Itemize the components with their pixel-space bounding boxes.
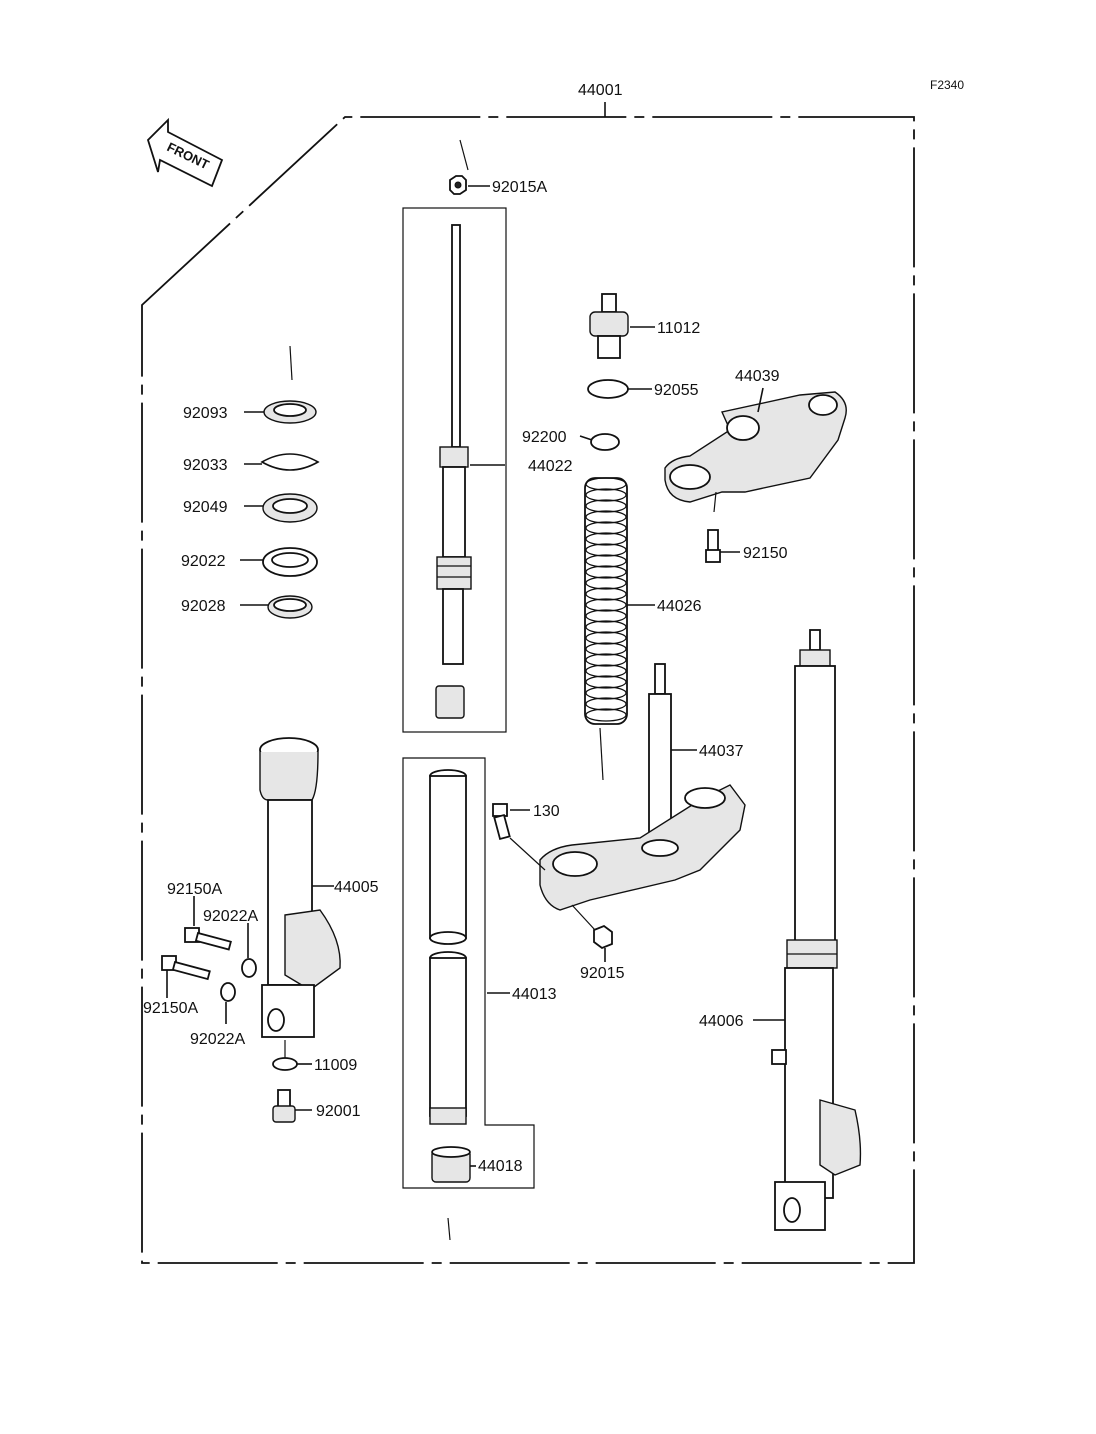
part-92093-dust-seal [244,345,317,424]
label-44039: 44039 [735,368,780,385]
label-92022A-upper: 92022A [203,908,258,925]
part-11012-cap-bolt [589,293,655,359]
label-11009: 11009 [314,1057,357,1074]
spring-coil [585,543,627,557]
spring-coil [585,521,627,535]
part-92015-nut [571,904,613,962]
spring-coil [585,554,627,568]
spring-coil [585,697,627,711]
spring-coil [585,675,627,689]
part-44039-upper-bracket [664,387,847,503]
spring-coil [585,664,627,678]
assembly-boundary [141,102,915,1264]
part-92150A-bolt-upper [184,896,232,951]
label-44026: 44026 [657,598,702,615]
part-44013-inner-tube [429,769,510,1125]
figure-code: F2340 [930,78,964,92]
assembly-number-44001: 44001 [578,82,623,99]
part-11009-gasket [272,1040,312,1071]
spring-coil [585,488,627,502]
part-92022A-washer-upper [241,923,257,978]
spring-coil [585,598,627,612]
part-92150A-bolt-lower [161,955,211,998]
label-92015: 92015 [580,965,625,982]
label-44006: 44006 [699,1013,744,1030]
spring-coil [585,653,627,667]
damper-rod-group-box [402,207,507,733]
spring-coil [585,609,627,623]
part-130-bolt [492,803,546,871]
part-92015A-nut [449,139,490,195]
part-92022A-washer-lower [220,982,236,1024]
part-92028-bushing [240,595,313,619]
spring-coil [585,642,627,656]
part-92150-bolt [705,491,740,563]
label-92200: 92200 [522,429,567,446]
label-44018: 44018 [478,1158,523,1175]
label-92022: 92022 [181,553,226,570]
label-92049: 92049 [183,499,228,516]
part-44006-fork-right [753,629,862,1231]
label-11012: 11012 [657,320,700,337]
spring-coil [585,708,627,722]
spring-coil [585,565,627,579]
spring-coil [585,686,627,700]
fork-tube-group-box [402,757,535,1189]
spring-coil [585,532,627,546]
part-44026-spring [584,477,655,781]
front-arrow-icon: FRONT [146,117,224,188]
label-92022A-lower: 92022A [190,1031,245,1048]
spring-coil [585,499,627,513]
label-44013: 44013 [512,986,557,1003]
label-44037: 44037 [699,743,744,760]
spring-coil [585,587,627,601]
spring-coil [585,631,627,645]
part-92022-washer [240,547,318,577]
label-92001: 92001 [316,1103,361,1120]
label-92150A-lower: 92150A [143,1000,198,1017]
label-92028: 92028 [181,598,226,615]
part-44022-damper-rod [435,224,505,719]
label-92150: 92150 [743,545,788,562]
part-92049-oil-seal [244,493,318,523]
spring-coil [585,620,627,634]
part-44037-stem-bracket [539,663,746,911]
label-92033: 92033 [183,457,228,474]
spring-coil [585,510,627,524]
part-92055-o-ring [587,379,652,399]
spring-coil [585,477,627,491]
spring-coil [585,576,627,590]
part-92001-bolt [272,1089,312,1123]
label-92093: 92093 [183,405,228,422]
part-92200-washer [579,433,620,451]
label-92015A: 92015A [492,179,547,196]
label-130: 130 [533,803,560,820]
label-92150A-upper: 92150A [167,881,222,898]
part-92033-circlip [244,453,320,471]
label-44022: 44022 [528,458,573,475]
label-92055: 92055 [654,382,699,399]
part-44018-bushing [431,1146,476,1241]
part-44005-outer-tube-left [259,737,341,1038]
label-44005: 44005 [334,879,379,896]
